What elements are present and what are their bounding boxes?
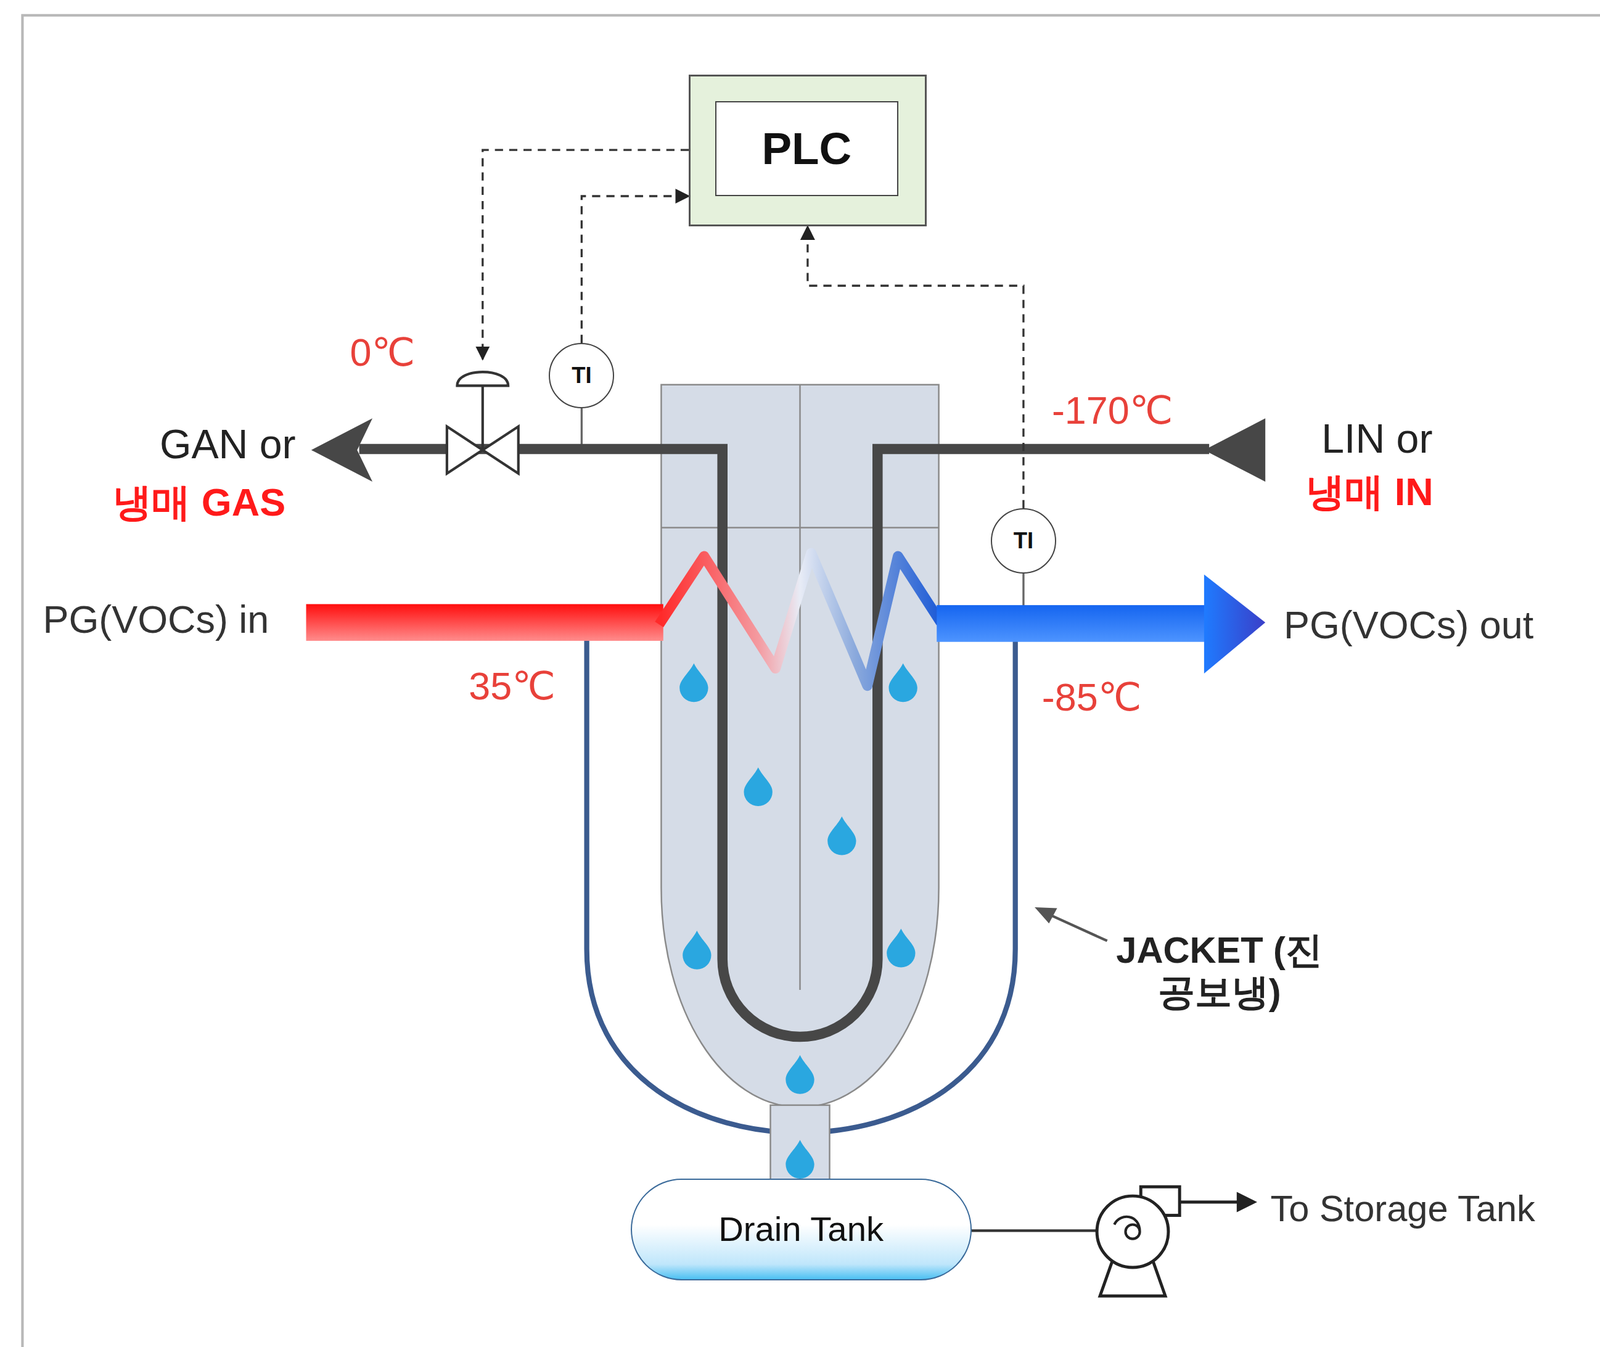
node-text: Drain Tank xyxy=(718,1209,884,1250)
stream-label: GAN or xyxy=(159,420,296,468)
temperature-label: 0℃ xyxy=(350,329,416,375)
instrument-circle: TI xyxy=(990,508,1057,574)
gas-outlet xyxy=(936,604,1207,642)
stream-label: PG(VOCs) in xyxy=(43,596,270,642)
discharge-arrow xyxy=(1236,1191,1258,1213)
instrument-circle: TI xyxy=(548,342,615,409)
stream-label: 냉매 IN xyxy=(1305,469,1433,514)
inlet-arrow xyxy=(1204,418,1266,482)
signal-line xyxy=(807,226,1024,509)
droplet xyxy=(785,1054,814,1094)
stream-label: PG(VOCs) out xyxy=(1283,602,1534,647)
instrument-stem xyxy=(580,408,583,449)
drain-line xyxy=(971,1228,1098,1232)
gas-path xyxy=(659,553,941,686)
temperature-label: -85℃ xyxy=(1042,674,1142,719)
vessel-baffle xyxy=(799,384,801,990)
leader-line xyxy=(1051,914,1108,941)
coolant-coil xyxy=(359,448,1210,1037)
pump-symbol xyxy=(1096,1195,1169,1268)
temperature-label: -170℃ xyxy=(1051,387,1173,433)
discharge-line xyxy=(1179,1200,1239,1204)
valve-stem xyxy=(481,383,485,451)
signal-line xyxy=(482,149,689,359)
part-label: JACKET (진공보냉) xyxy=(1109,929,1330,1014)
droplet xyxy=(679,662,708,702)
droplet xyxy=(827,816,856,856)
gas-inlet xyxy=(305,603,663,641)
node-text: TI xyxy=(571,362,592,389)
node-text: TI xyxy=(1013,527,1034,554)
droplet xyxy=(743,767,772,806)
valve-actuator xyxy=(456,371,509,386)
control-valve xyxy=(447,426,519,474)
frame xyxy=(22,15,1600,1347)
droplet xyxy=(888,662,917,702)
condenser-vessel xyxy=(660,384,939,1107)
droplet xyxy=(785,1139,814,1179)
stream-label: LIN or xyxy=(1321,414,1433,462)
droplet xyxy=(682,930,711,970)
stream-label: 냉매 GAS xyxy=(112,479,286,525)
pump-impeller xyxy=(1114,1216,1140,1239)
controller-box: PLC xyxy=(688,74,927,227)
drain-neck xyxy=(770,1104,830,1182)
outlet-arrow xyxy=(311,418,373,482)
signal-line xyxy=(581,196,689,343)
temperature-label: 35℃ xyxy=(468,663,556,708)
gas-outlet-arrow xyxy=(1204,574,1266,674)
leader-arrow xyxy=(1034,906,1057,924)
drain-tank: Drain Tank xyxy=(630,1178,972,1280)
display-panel: PLC xyxy=(715,101,899,197)
droplet xyxy=(886,928,915,968)
node-text: PLC xyxy=(761,122,852,175)
stream-label: To Storage Tank xyxy=(1270,1187,1535,1231)
